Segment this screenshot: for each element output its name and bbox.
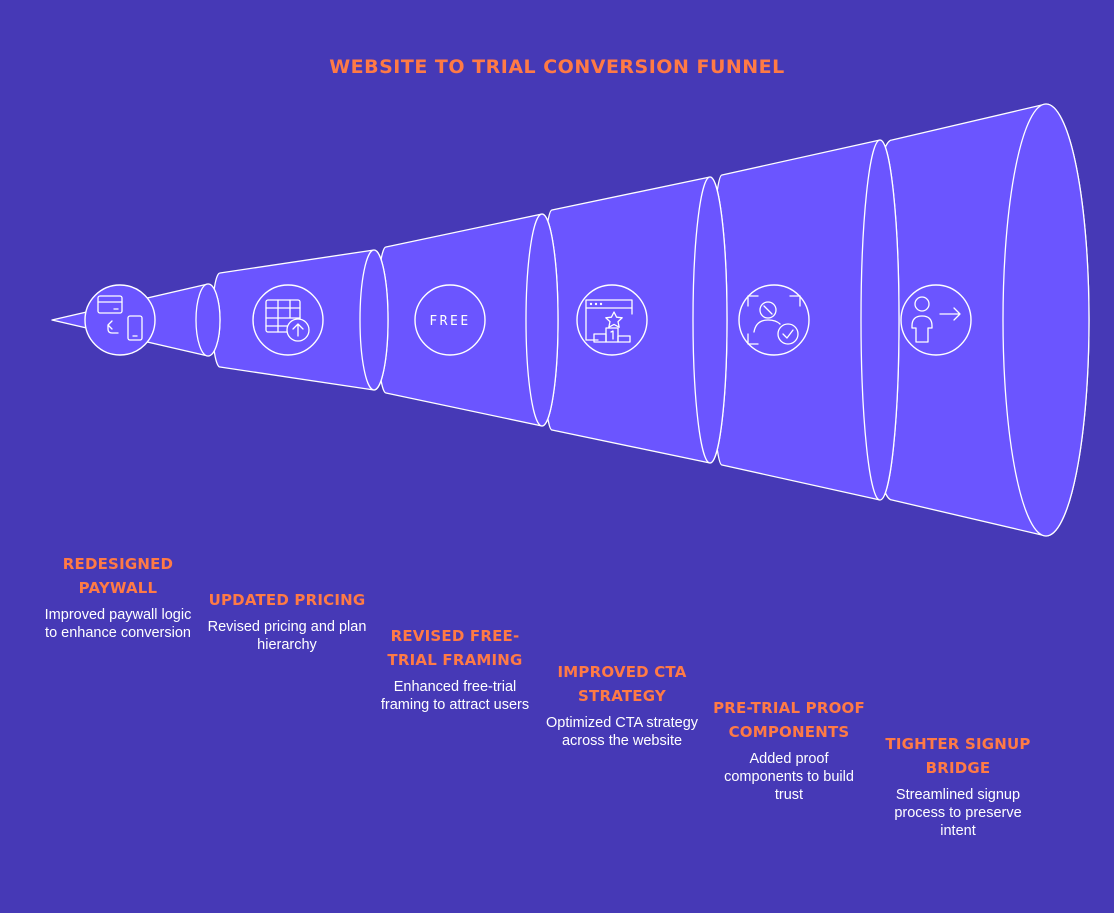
stage-title: Improved CTA Strategy — [557, 663, 687, 705]
user-arrow-icon — [911, 296, 961, 343]
stage-title: Redesigned Paywall — [62, 555, 174, 597]
stage-description: Added proof components to build trust — [724, 751, 854, 803]
stage-label-6: Tighter Signup Bridge Streamlined signup… — [878, 732, 1038, 840]
stage-label-5: Pre-Trial Proof Components Added proof c… — [709, 696, 869, 804]
stage-title: Tighter Signup Bridge — [885, 735, 1031, 777]
stage-icon-badge — [576, 284, 648, 356]
stage-icon-badge — [252, 284, 324, 356]
stage-icon-badge: FREE — [414, 284, 486, 356]
stage-description: Optimized CTA strategy across the websit… — [545, 715, 699, 749]
svg-text:FREE: FREE — [429, 314, 470, 329]
stage-title: Revised Free-Trial Framing — [387, 627, 523, 669]
stage-icon-badge — [84, 284, 156, 356]
pricing-table-upgrade-icon — [265, 299, 310, 342]
stage-description: Revised pricing and plan hierarchy — [207, 619, 367, 653]
diagram-title: Website to Trial Conversion Funnel — [329, 56, 785, 78]
stage-description: Enhanced free-trial framing to attract u… — [380, 679, 530, 713]
verified-user-icon — [747, 295, 801, 345]
funnel-segment — [867, 103, 1090, 537]
stage-title: Pre-Trial Proof Components — [713, 699, 865, 741]
stage-label-2: Updated Pricing Revised pricing and plan… — [207, 588, 367, 654]
card-to-phone-icon — [97, 295, 143, 341]
stage-description: Improved paywall logic to enhance conver… — [44, 607, 192, 641]
stage-icon-badge — [738, 284, 810, 356]
star-ranking-icon — [585, 299, 633, 343]
stage-description: Streamlined signup process to preserve i… — [894, 787, 1022, 839]
stage-label-1: Redesigned Paywall Improved paywall logi… — [38, 552, 198, 642]
stage-icon-badge — [900, 284, 972, 356]
stage-title: Updated Pricing — [208, 591, 366, 609]
free-badge-icon: FREE — [429, 314, 470, 329]
stage-label-3: Revised Free-Trial Framing Enhanced free… — [375, 624, 535, 714]
stage-label-4: Improved CTA Strategy Optimized CTA stra… — [542, 660, 702, 750]
